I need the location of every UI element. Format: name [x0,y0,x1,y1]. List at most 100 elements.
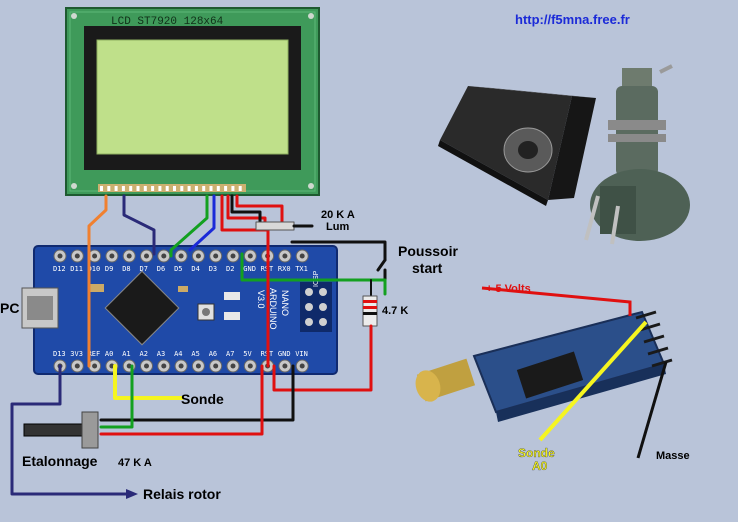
bottom-pin-hole [282,363,288,369]
lcd-header-pin [194,186,198,191]
masse-label: Masse [656,450,690,462]
lcd-header-pin [238,186,242,191]
top-pin-label: D6 [157,265,165,273]
top-pin-label: D2 [226,265,234,273]
bottom-pin-label: A4 [174,350,182,358]
microcontroller-chip [104,270,180,346]
lcd-header-pin [158,186,162,191]
relais-rotor-label: Relais rotor [143,486,221,502]
resistor-20k [255,221,295,231]
lcd-header-pin [187,186,191,191]
top-pin-hole [161,253,167,259]
bottom-pin-hole [92,363,98,369]
top-pin-label: D8 [122,265,130,273]
sonde-label: Sonde [181,391,224,407]
lcd-header-pin [209,186,213,191]
top-pin-label: GND [243,265,256,273]
top-pin-hole [282,253,288,259]
lcd-header-pin [129,186,133,191]
top-pin-label: D10 [88,265,101,273]
lcd-screen [96,39,289,155]
plus5v-label: + 5 Volts [486,283,531,295]
bottom-pin-label: A6 [209,350,217,358]
lcd-header-pin [114,186,118,191]
lcd-title: LCD ST7920 128x64 [111,16,224,28]
bottom-pin-hole [126,363,132,369]
bottom-pin-label: A0 [105,350,113,358]
lcd-header-pin [180,186,184,191]
bottom-pin-hole [195,363,201,369]
top-pin-hole [195,253,201,259]
bottom-pin-label: D13 [53,350,66,358]
lcd-module: LCD ST7920 128x64 [65,7,320,196]
lcd-header-pin [173,186,176,191]
bottom-pin-label: A7 [226,350,234,358]
bottom-pin-hole [178,363,184,369]
bottom-pin-hole [213,363,219,369]
relay-arrow-head [126,489,138,499]
bottom-pin-label: A1 [122,350,130,358]
bottom-pin-label: GND [278,350,291,358]
top-pin-hole [126,253,132,259]
board-text-1: ARDUINO [268,288,278,330]
board-text-2: NANO [280,290,290,316]
top-pin-hole [109,253,115,259]
bottom-pin-hole [74,363,80,369]
pc-label: PC [0,300,19,316]
rotor-motor [584,64,690,245]
poussoir-label: Poussoir [398,243,458,259]
lcd-header-pin [121,186,125,191]
top-pin-hole [299,253,305,259]
url-text[interactable]: http://f5mna.free.fr [515,12,630,27]
lcd-header-pin [224,186,228,191]
bottom-pin-label: 5V [243,350,252,358]
rf-detector-module [415,310,673,422]
lcd-header-pin [136,186,140,191]
wires [10,194,387,499]
lcd-header-pins [98,184,246,192]
icsp-header [300,282,332,332]
pot-value-label: 47 K A [118,457,152,469]
board-text-3: V3.0 [256,290,266,309]
top-pin-hole [213,253,219,259]
lcd-header-pin [216,186,220,191]
bottom-pin-hole [144,363,149,369]
bottom-pin-hole [161,363,167,369]
top-pin-hole [92,253,98,259]
potentiometer-47k[interactable] [23,411,99,449]
bottom-pin-label: VIN [295,350,308,358]
sonde-a0-label-2: A0 [532,459,548,473]
top-pin-label: D5 [174,265,182,273]
lcd-header-pin [231,186,235,191]
lcd-header-pin [107,186,111,191]
bottom-pin-label: A2 [140,350,148,358]
resistor-20k-label: 20 K A [321,209,355,221]
bottom-pin-label: A3 [157,350,165,358]
top-pin-hole [230,253,236,259]
top-pin-label: D12 [53,265,66,273]
top-pin-hole [57,253,63,259]
lum-label: Lum [326,221,349,233]
top-pin-label: TX1 [295,265,308,273]
start-label: start [412,260,443,276]
lcd-header-pin [100,186,103,191]
lcd-header-pin [202,186,206,191]
bottom-pin-hole [247,363,253,369]
top-pin-hole [74,253,80,259]
bottom-pin-hole [230,363,236,369]
bottom-pin-label: 3V3 [70,350,83,358]
res-4k7-label: 4.7 K [382,305,408,317]
rotor-controller-box [438,86,596,206]
top-pin-hole [247,253,253,259]
top-pin-hole [144,253,149,259]
lcd-header-pin [165,186,169,191]
top-pin-label: D3 [209,265,217,273]
bottom-pin-label: REF [88,350,101,358]
top-pin-label: D11 [70,265,83,273]
sonde-a0-label-1: Sonde [518,446,555,460]
top-pin-label: RX0 [278,265,291,273]
lcd-header-pin [143,186,147,191]
